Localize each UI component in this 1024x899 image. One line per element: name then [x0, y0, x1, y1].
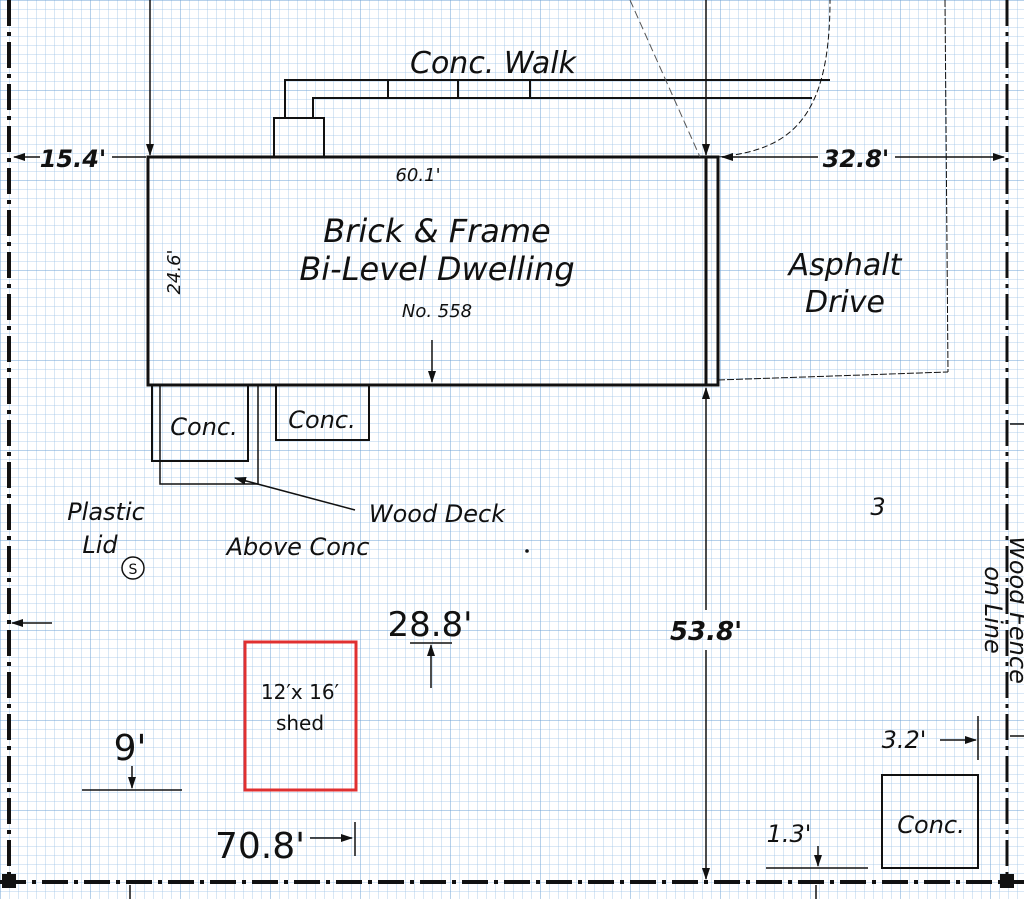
deck-label: Wood Deck [369, 500, 506, 528]
dim-shed-to-house [410, 642, 452, 688]
dim-left-setback-label: 15.4' [40, 145, 107, 173]
house-width-dim: 60.1' [395, 165, 440, 186]
house-title-line1: Brick & Frame [323, 212, 550, 250]
fence-label-line2: on Line [979, 566, 1007, 654]
shed-label-line1: 12′x 16′ [261, 680, 340, 704]
conc-pad-left-label: Conc. [170, 413, 237, 441]
lid-label-line1: Plastic [67, 498, 145, 526]
walk-label: Conc. Walk [410, 46, 578, 81]
house-title-line2: Bi-Level Dwelling [299, 250, 574, 288]
lid-symbol-letter: S [129, 562, 138, 578]
asphalt-drive [629, 0, 949, 381]
dim-pad-rear [766, 846, 868, 869]
conc-pad-right-label: Conc. [897, 811, 964, 839]
dim-right-setback-label: 32.8' [823, 145, 890, 173]
conc-pad-right [881, 774, 979, 869]
dim-left-setback [13, 0, 154, 161]
shed-outline [243, 640, 358, 792]
house-depth-dim: 24.6' [164, 249, 185, 294]
rear-structures [151, 384, 370, 511]
lid-label-line2: Lid [82, 531, 118, 559]
dim-right-setback [702, 0, 1005, 161]
dim-pad-offset-label: 3.2' [882, 726, 927, 754]
shed-label-line2: shed [276, 711, 324, 735]
dim-pad-offset [940, 716, 979, 760]
drive-label-line2: Drive [805, 285, 885, 320]
dim-shed-to-rear [310, 822, 356, 856]
house-footprint [146, 155, 720, 387]
drive-label-line1: Asphalt [787, 248, 903, 283]
deck-sub-label: Above Conc [225, 533, 370, 561]
lot-number: 3 [870, 493, 885, 521]
dim-shed-to-side [82, 766, 182, 791]
dim-pad-rear-label: 1.3' [767, 820, 812, 848]
dim-rear-depth-label: 53.8' [670, 617, 742, 647]
dim-shed-to-side-label: 9' [114, 728, 147, 769]
fence-ticks [129, 423, 1024, 899]
fence-label-line1: Wood Fence [1004, 536, 1024, 684]
dim-shed-to-rear-label: 70.8' [215, 826, 305, 867]
dim-shed-to-house-label: 28.8' [387, 605, 472, 645]
plastic-lid-symbol: S [121, 556, 145, 580]
dot-mark [525, 549, 529, 553]
house-number: No. 558 [402, 301, 472, 322]
conc-pad-mid-label: Conc. [288, 406, 355, 434]
concrete-walk [273, 79, 830, 158]
